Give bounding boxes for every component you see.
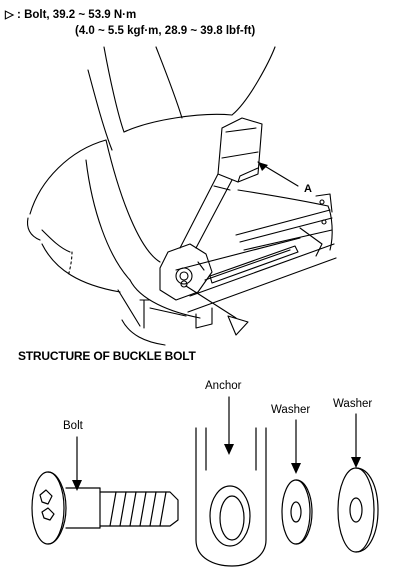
washer-part-1 <box>281 479 313 545</box>
washer-label-1: Washer <box>271 404 311 416</box>
washer-1-arrowhead <box>291 463 301 474</box>
bolt-label: Bolt <box>63 420 83 432</box>
open-triangle-icon <box>227 315 249 336</box>
callout-label-a: A <box>304 183 312 195</box>
anchor-label: Anchor <box>205 380 242 392</box>
washer-part-2 <box>337 467 379 553</box>
torque-leader <box>185 285 237 319</box>
anchor-arrowhead <box>224 444 234 455</box>
buckle-mount-bracket <box>159 243 213 301</box>
seat-cushion-outline <box>85 139 333 346</box>
washer-2-arrowhead <box>351 457 361 468</box>
bolt-part <box>31 471 179 545</box>
seat-belt-buckle <box>179 117 263 249</box>
anchor-part <box>195 427 267 567</box>
section-heading: STRUCTURE OF BUCKLE BOLT <box>18 349 196 363</box>
bolt-arrowhead <box>72 480 82 491</box>
seat-back-outline <box>26 46 276 293</box>
washer-label-2: Washer <box>333 398 373 410</box>
seat-rail <box>139 193 337 329</box>
torque-spec-units-line: (4.0 ~ 5.5 kgf·m, 28.9 ~ 39.8 lbf-ft) <box>75 25 256 37</box>
torque-spec-line: ▷ : Bolt, 39.2 ~ 53.9 N·m <box>5 9 137 21</box>
